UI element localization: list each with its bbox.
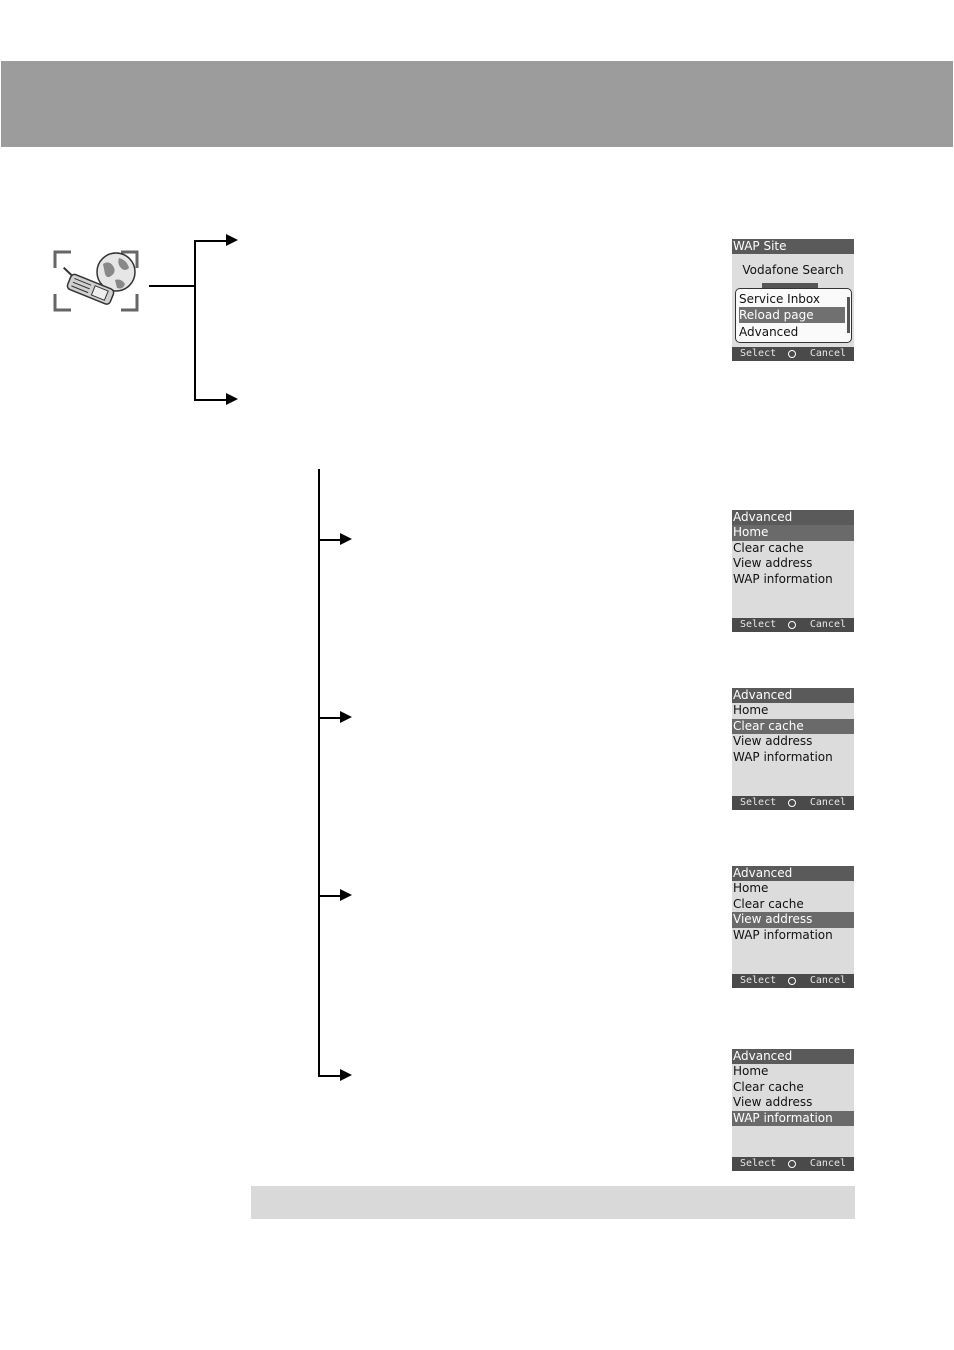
nav-key-icon[interactable]	[788, 621, 796, 629]
connector-line	[318, 469, 320, 1076]
cancel-softkey[interactable]: Cancel	[809, 797, 846, 808]
chapter-header-band	[1, 61, 953, 147]
advanced-menu-list: Home Clear cache View address WAP inform…	[732, 881, 854, 943]
menu-item-home[interactable]: Home	[732, 525, 854, 541]
advanced-screen-home: Advanced Home Clear cache View address W…	[732, 510, 854, 632]
hidden-content-edge	[762, 283, 818, 288]
menu-item-clear-cache[interactable]: Clear cache	[732, 718, 854, 734]
advanced-screen-wap-information: Advanced Home Clear cache View address W…	[732, 1049, 854, 1171]
wap-site-screen: WAP Site Vodafone Search Service Inbox R…	[732, 239, 854, 361]
cancel-softkey[interactable]: Cancel	[809, 975, 846, 986]
wap-browser-icon	[53, 250, 139, 312]
select-softkey[interactable]: Select	[740, 797, 777, 808]
options-popup: Service Inbox Reload page Advanced	[735, 288, 852, 343]
menu-item-view-address[interactable]: View address	[732, 912, 854, 928]
screen-title: Advanced	[732, 688, 854, 703]
menu-item-wap-information[interactable]: WAP information	[733, 749, 833, 764]
softkey-bar: Select Cancel	[732, 347, 854, 361]
advanced-menu-list: Home Clear cache View address WAP inform…	[732, 703, 854, 765]
nav-key-icon[interactable]	[788, 1160, 796, 1168]
menu-item-home[interactable]: Home	[733, 703, 769, 717]
menu-item-view-address[interactable]: View address	[733, 1095, 813, 1109]
menu-item-wap-information[interactable]: WAP information	[733, 927, 833, 942]
connector-line	[194, 240, 227, 242]
advanced-menu-list: Home Clear cache View address WAP inform…	[732, 525, 854, 587]
menu-item-clear-cache[interactable]: Clear cache	[733, 540, 804, 555]
menu-item-home[interactable]: Home	[733, 1064, 769, 1078]
screen-title: Advanced	[732, 1049, 854, 1064]
menu-item-view-address[interactable]: View address	[733, 556, 813, 570]
nav-key-icon[interactable]	[788, 977, 796, 985]
arrow-icon	[340, 711, 352, 723]
connector-line	[194, 240, 196, 400]
select-softkey[interactable]: Select	[740, 975, 777, 986]
select-softkey[interactable]: Select	[740, 1158, 777, 1169]
select-softkey[interactable]: Select	[740, 619, 777, 630]
note-band	[251, 1186, 855, 1219]
arrow-icon	[340, 1069, 352, 1081]
option-advanced[interactable]: Advanced	[739, 325, 799, 339]
menu-item-wap-information[interactable]: WAP information	[733, 571, 833, 586]
softkey-bar: Select Cancel	[732, 1157, 854, 1171]
connector-line	[318, 1075, 340, 1077]
option-reload-page[interactable]: Reload page	[739, 307, 845, 323]
nav-key-icon[interactable]	[788, 350, 796, 358]
arrow-icon	[226, 393, 238, 405]
screen-title: WAP Site	[732, 239, 854, 254]
connector-line	[149, 285, 194, 287]
wap-page-title: Vodafone Search	[742, 263, 844, 277]
menu-item-view-address[interactable]: View address	[733, 734, 813, 748]
advanced-screen-view-address: Advanced Home Clear cache View address W…	[732, 866, 854, 988]
nav-key-icon[interactable]	[788, 799, 796, 807]
select-softkey[interactable]: Select	[740, 348, 777, 359]
arrow-icon	[340, 533, 352, 545]
menu-item-wap-information[interactable]: WAP information	[732, 1110, 854, 1126]
screen-title: Advanced	[732, 866, 854, 881]
menu-item-clear-cache[interactable]: Clear cache	[733, 1079, 804, 1094]
popup-scrollbar[interactable]	[847, 297, 850, 333]
cancel-softkey[interactable]: Cancel	[809, 348, 846, 359]
softkey-bar: Select Cancel	[732, 796, 854, 810]
arrow-icon	[226, 234, 238, 246]
screen-title: Advanced	[732, 510, 854, 525]
connector-line	[318, 717, 340, 719]
arrow-icon	[340, 889, 352, 901]
option-service-inbox[interactable]: Service Inbox	[739, 292, 820, 306]
advanced-menu-list: Home Clear cache View address WAP inform…	[732, 1064, 854, 1126]
softkey-bar: Select Cancel	[732, 618, 854, 632]
connector-line	[318, 539, 340, 541]
cancel-softkey[interactable]: Cancel	[809, 1158, 846, 1169]
softkey-bar: Select Cancel	[732, 974, 854, 988]
advanced-screen-clear-cache: Advanced Home Clear cache View address W…	[732, 688, 854, 810]
connector-line	[194, 399, 227, 401]
menu-item-clear-cache[interactable]: Clear cache	[733, 896, 804, 911]
connector-line	[318, 895, 340, 897]
cancel-softkey[interactable]: Cancel	[809, 619, 846, 630]
menu-item-home[interactable]: Home	[733, 881, 769, 895]
